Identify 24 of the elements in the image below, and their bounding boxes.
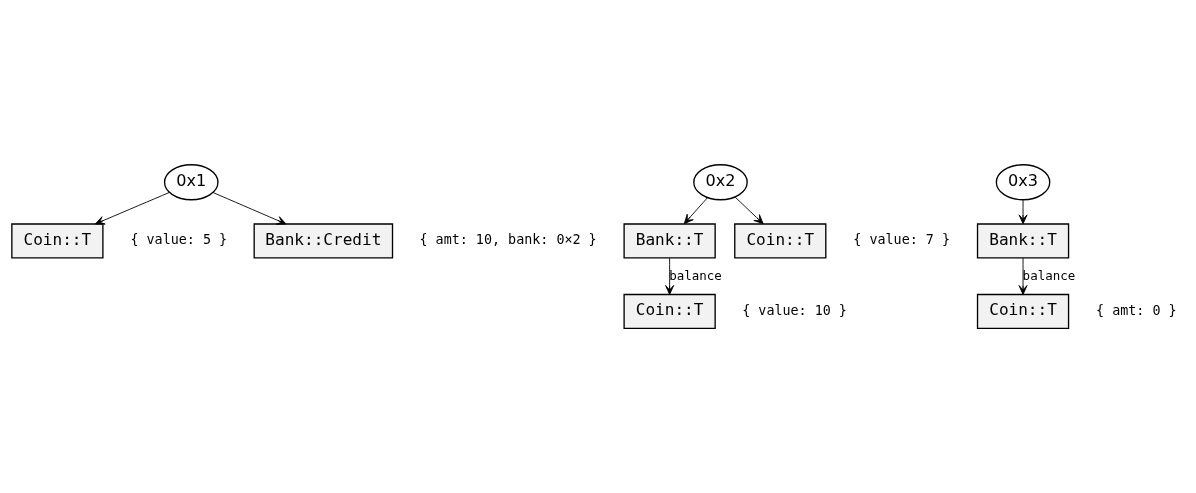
node-label: { amt: 0 } — [1096, 302, 1177, 318]
arrow — [683, 197, 708, 225]
arrow — [665, 257, 675, 295]
node-box: Coin::T — [623, 293, 716, 330]
arrow — [1018, 199, 1028, 225]
node-box: Bank::T — [976, 223, 1070, 259]
node-box: Coin::T — [976, 293, 1070, 330]
arrow — [734, 196, 764, 225]
node-label: { value: 5 } — [130, 232, 228, 248]
node-box: Bank::T — [623, 223, 716, 259]
node-ellipse: 0x2 — [693, 164, 748, 201]
edge-label: balance — [1022, 267, 1076, 283]
node-ellipse: 0x3 — [995, 164, 1051, 201]
node-box: Bank::Credit — [253, 223, 394, 259]
node-box: Coin::T — [734, 223, 827, 259]
node-label: { value: 10 } — [742, 302, 847, 318]
arrow — [94, 191, 170, 225]
node-label: { value: 7 } — [853, 232, 950, 248]
edge-label: balance — [669, 267, 722, 283]
arrow — [212, 192, 287, 225]
node-box: Coin::T — [11, 223, 104, 259]
node-label: { amt: 10, bank: 0×2 } — [419, 232, 597, 248]
arrow — [1018, 257, 1028, 295]
node-ellipse: 0x1 — [163, 164, 219, 201]
